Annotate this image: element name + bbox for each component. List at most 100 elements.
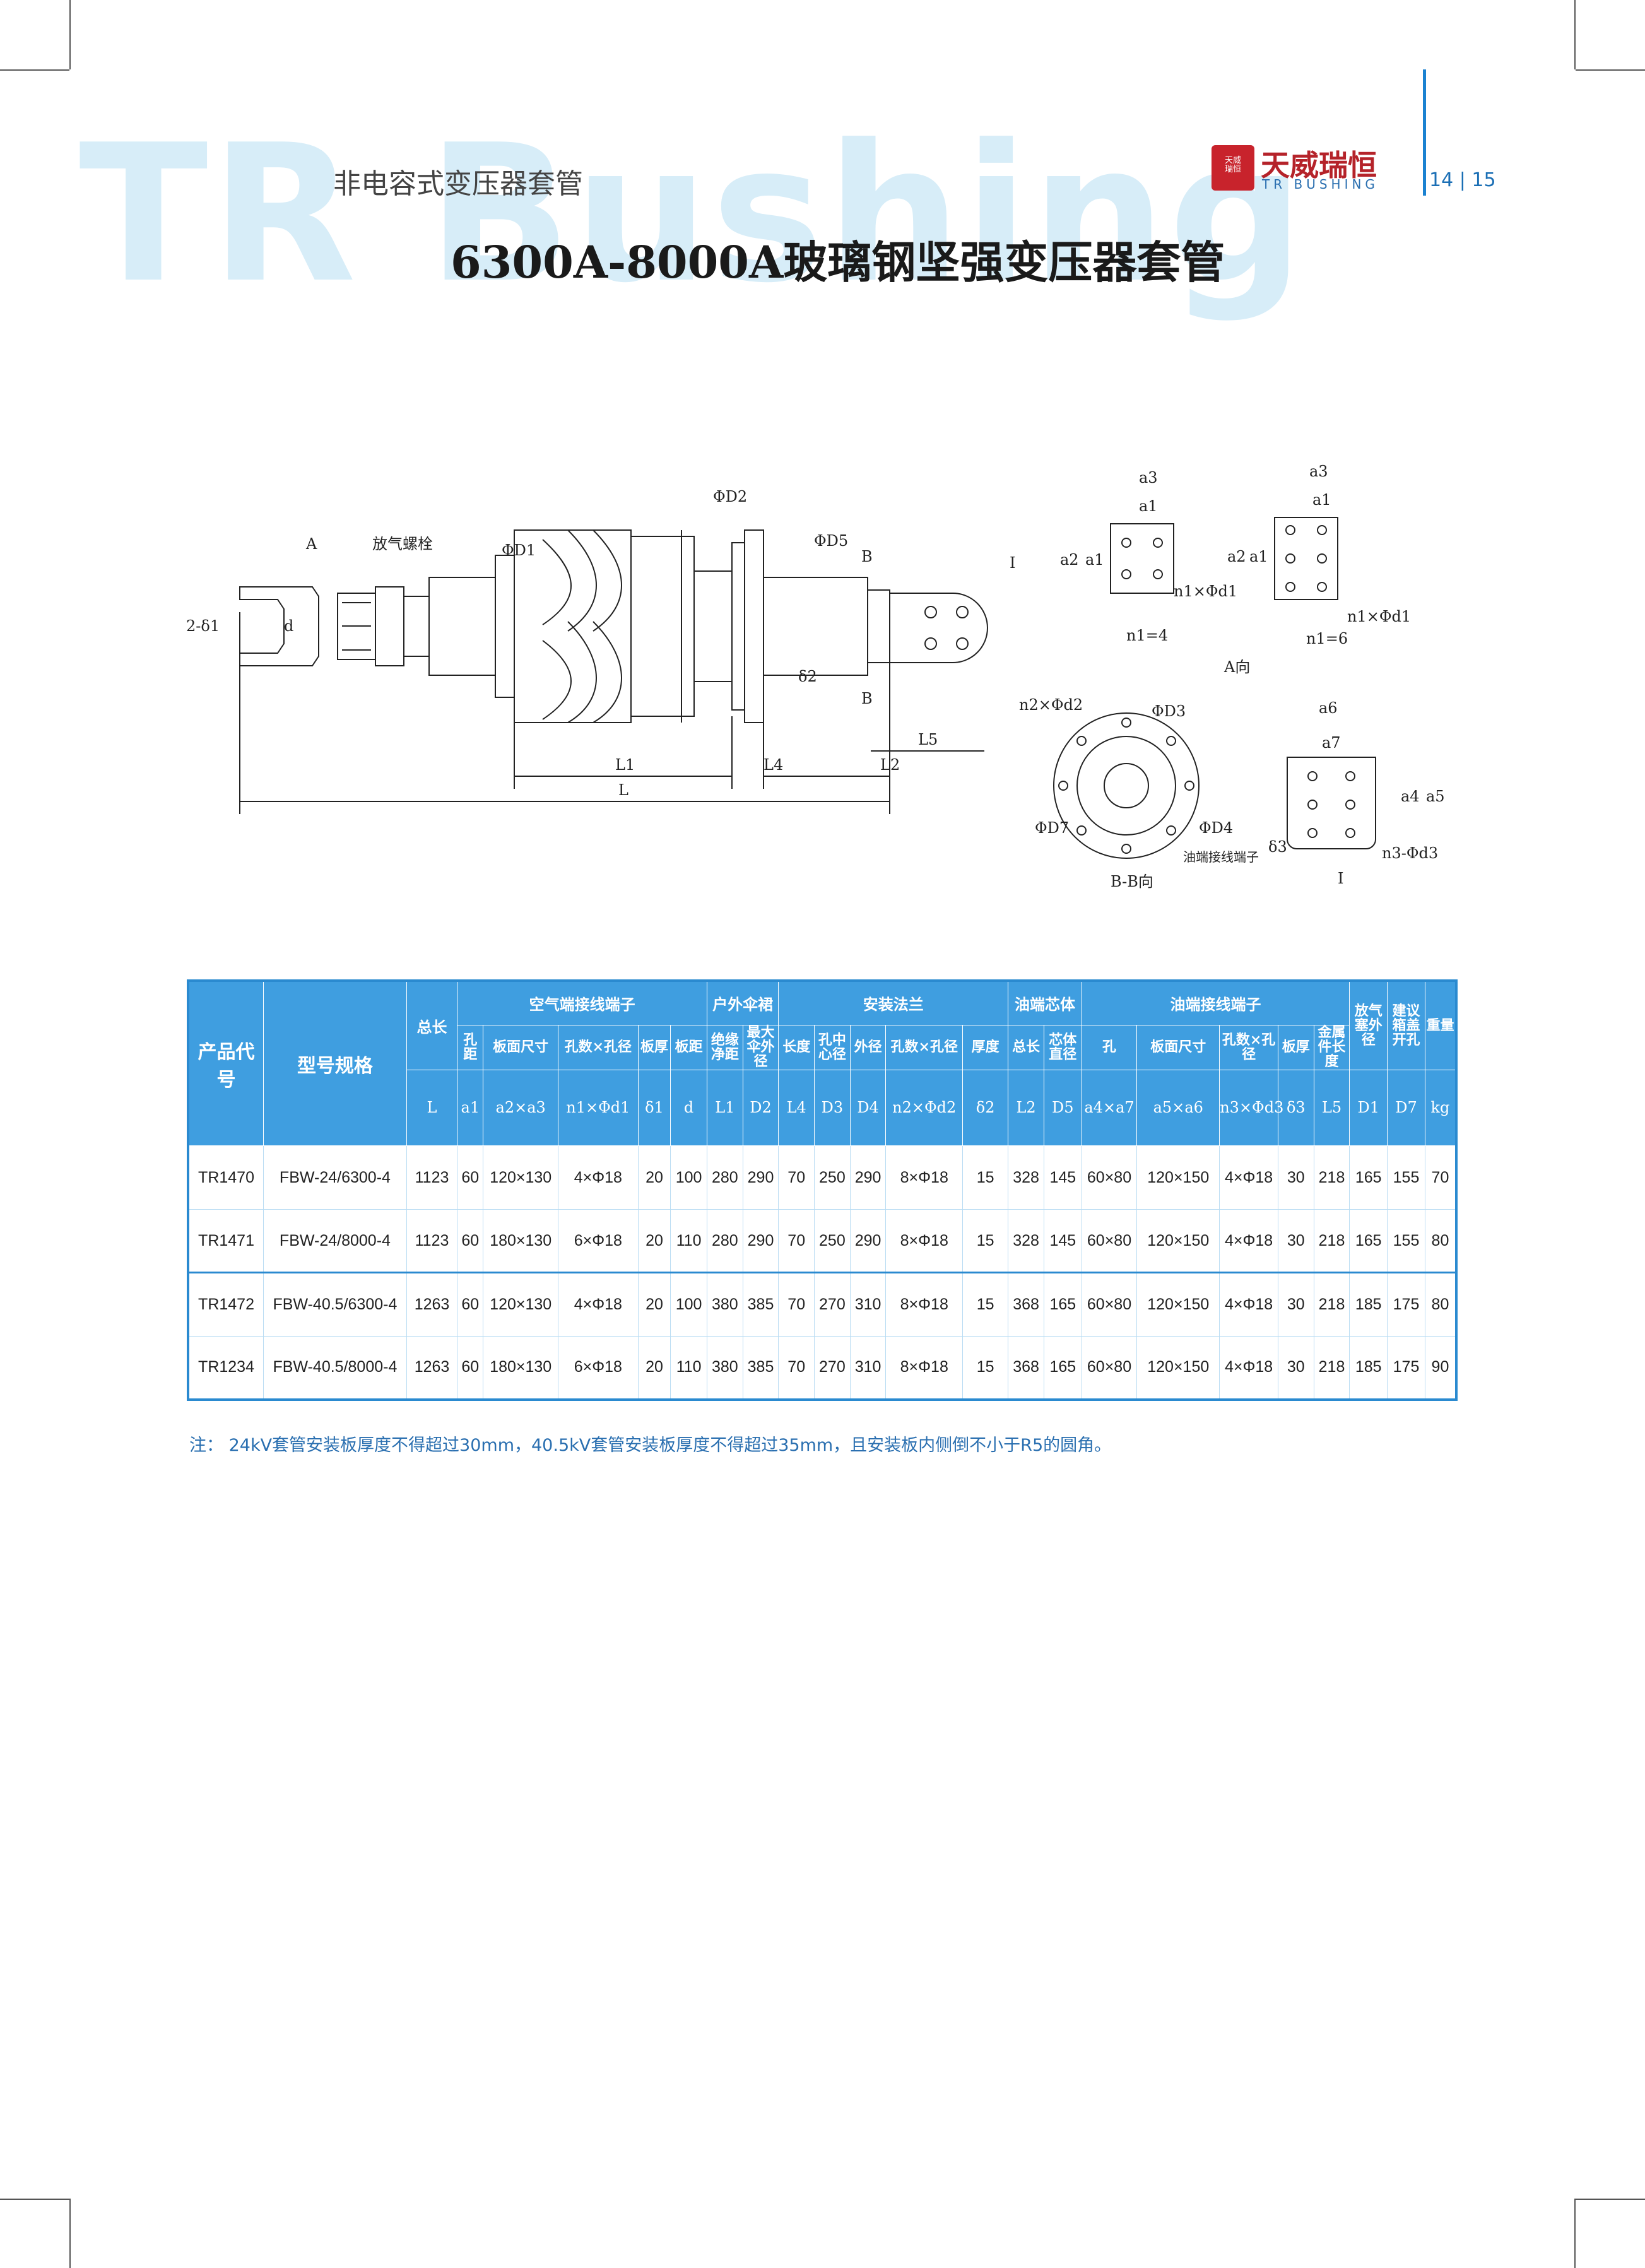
sub-header: 绝缘净距: [706, 1024, 743, 1070]
drawing-label: n2×Φd2: [1019, 696, 1083, 714]
drawing-label: a1: [1139, 497, 1158, 515]
crop-mark: [0, 2199, 69, 2200]
sub-header: 孔数×孔径: [557, 1024, 639, 1070]
sub-header: 芯体直径: [1043, 1024, 1082, 1070]
table-cell: 270: [814, 1335, 851, 1400]
header-core: 油端芯体: [1008, 980, 1082, 1025]
table-cell: 70: [778, 1208, 815, 1273]
header-air-terminal: 空气端接线端子: [457, 980, 707, 1025]
spec-table: 产品代号 型号规格 总长 空气端接线端子 户外伞裙 安装法兰 油端芯体 油端接线…: [187, 979, 1458, 1401]
table-cell: 120×130: [483, 1272, 558, 1337]
table-cell: 100: [670, 1145, 707, 1210]
table-cell: 185: [1349, 1335, 1388, 1400]
sub-header: 孔距: [457, 1024, 484, 1070]
symbol-cell: n1×Φd1: [557, 1069, 639, 1147]
table-cell: 310: [849, 1335, 887, 1400]
sub-header: 厚度: [962, 1024, 1009, 1070]
table-cell: 145: [1043, 1208, 1082, 1273]
drawing-label: B: [861, 548, 873, 565]
table-cell: 368: [1008, 1272, 1044, 1337]
table-cell: 310: [849, 1272, 887, 1337]
table-cell: 110: [670, 1208, 707, 1273]
sub-header: 板厚: [1277, 1024, 1314, 1070]
table-cell: 4×Φ18: [557, 1145, 639, 1210]
table-cell: 165: [1349, 1208, 1388, 1273]
table-cell: 4×Φ18: [557, 1272, 639, 1337]
drawing-label: ΦD2: [713, 488, 747, 505]
header-divider: [1423, 69, 1426, 196]
table-cell: 380: [706, 1335, 743, 1400]
table-cell: 175: [1387, 1272, 1425, 1337]
drawing-label: a6: [1319, 699, 1338, 717]
table-cell: 60×80: [1081, 1208, 1138, 1273]
table-cell: 185: [1349, 1272, 1388, 1337]
crop-mark: [1576, 69, 1645, 71]
footnote: 注： 24kV套管安装板厚度不得超过30mm，40.5kV套管安装板厚度不得超过…: [189, 1436, 1112, 1455]
header-oil-terminal: 油端接线端子: [1081, 980, 1350, 1025]
table-cell: 380: [706, 1272, 743, 1337]
drawing-label: L: [618, 781, 628, 799]
crop-mark: [1574, 0, 1576, 69]
watermark: TR Bushing: [79, 104, 1307, 324]
page-subtitle: 非电容式变压器套管: [333, 168, 583, 200]
table-cell: 290: [849, 1145, 887, 1210]
table-cell: 60: [457, 1145, 484, 1210]
table-cell: 180×130: [483, 1208, 558, 1273]
table-cell: 165: [1043, 1335, 1082, 1400]
table-cell: 1123: [406, 1208, 458, 1273]
drawing-label: a1: [1085, 551, 1104, 569]
table-row: TR1234 FBW-40.5/8000-4 1263 60 180×130 6…: [187, 1335, 1457, 1400]
drawing-label: L5: [918, 731, 938, 748]
crop-mark: [0, 69, 69, 71]
drawing-label: n1=4: [1126, 627, 1168, 644]
drawing-label: I: [1010, 554, 1015, 572]
header-vent: 放气塞外径: [1349, 980, 1388, 1070]
drawing-label: L2: [880, 756, 900, 774]
brand-logo: 天威瑞恒 天威瑞恒 TR BUSHING: [1212, 145, 1388, 196]
table-cell: 290: [742, 1208, 779, 1273]
drawing-label: a2: [1227, 548, 1246, 565]
drawing-label: B-B向: [1111, 873, 1153, 890]
table-cell: 165: [1043, 1272, 1082, 1337]
table-cell: 60×80: [1081, 1335, 1138, 1400]
table-cell: 20: [637, 1145, 671, 1210]
table-cell: 218: [1313, 1145, 1350, 1210]
table-cell: 15: [962, 1145, 1009, 1210]
drawing-label: a4: [1401, 788, 1420, 805]
cell-model: FBW-40.5/6300-4: [263, 1272, 407, 1337]
table-cell: 120×150: [1136, 1335, 1220, 1400]
table-cell: 290: [742, 1145, 779, 1210]
table-cell: 60×80: [1081, 1272, 1138, 1337]
table-cell: 270: [814, 1272, 851, 1337]
table-cell: 385: [742, 1272, 779, 1337]
symbol-cell: δ3: [1277, 1069, 1314, 1147]
header-cover: 建议箱盖开孔: [1387, 980, 1425, 1070]
header-shed: 户外伞裙: [706, 980, 779, 1025]
table-cell: 70: [778, 1272, 815, 1337]
symbol-cell: L5: [1313, 1069, 1350, 1147]
table-cell: 290: [849, 1208, 887, 1273]
table-cell: 368: [1008, 1335, 1044, 1400]
table-cell: 20: [637, 1208, 671, 1273]
drawing-label: 油端接线端子: [1183, 849, 1259, 865]
table-cell: 15: [962, 1208, 1009, 1273]
symbol-cell: D2: [742, 1069, 779, 1147]
symbol-cell: d: [670, 1069, 707, 1147]
brand-name: 天威瑞恒: [1261, 148, 1377, 182]
table-cell: 155: [1387, 1208, 1425, 1273]
symbol-cell: δ2: [962, 1069, 1009, 1147]
table-cell: 6×Φ18: [557, 1335, 639, 1400]
table-cell: 280: [706, 1145, 743, 1210]
symbol-cell: a1: [457, 1069, 484, 1147]
sub-header: 板距: [670, 1024, 707, 1070]
drawing-label: ΦD5: [814, 532, 848, 550]
symbol-cell: D1: [1349, 1069, 1388, 1147]
drawing-label: ΦD3: [1152, 702, 1186, 720]
header-model: 型号规格: [263, 980, 407, 1147]
cell-code: TR1471: [187, 1208, 264, 1273]
drawing-label: δ2: [798, 668, 817, 685]
crop-mark: [1574, 2199, 1576, 2268]
drawing-label: a1: [1312, 491, 1331, 509]
sub-header: 长度: [778, 1024, 815, 1070]
table-cell: 15: [962, 1272, 1009, 1337]
